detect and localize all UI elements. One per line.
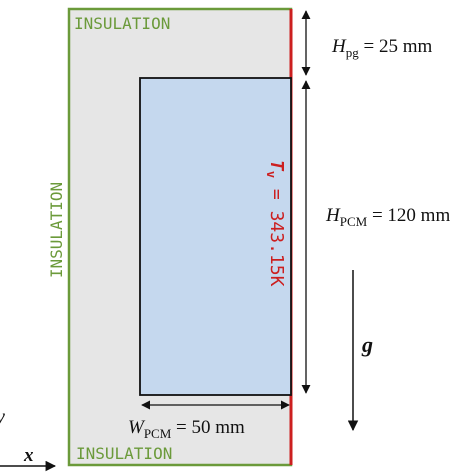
axis-y-label: y	[0, 406, 5, 428]
w-pcm-subscript: PCM	[144, 426, 172, 441]
h-pcm-value: = 120 mm	[367, 205, 450, 226]
h-pg-label: Hpg = 25 mm	[331, 36, 432, 60]
h-pg-value: = 25 mm	[359, 36, 433, 57]
wall-temperature-subscript: v	[264, 171, 278, 178]
wall-temperature-value: = 343.15K	[266, 178, 287, 287]
pcm-region	[139, 77, 292, 396]
h-pcm-subscript: PCM	[340, 214, 368, 229]
w-pcm-value: = 50 mm	[171, 417, 245, 438]
h-pcm-label: HPCM = 120 mm	[325, 205, 450, 229]
insulation-label-bottom: INSULATION	[76, 444, 172, 463]
wall-temperature-label: Tv = 343.15K	[264, 160, 287, 287]
insulation-label-left: INSULATION	[47, 182, 66, 278]
wall-temperature-symbol: T	[266, 160, 287, 172]
gravity-label: g	[361, 332, 373, 357]
h-pg-subscript: pg	[346, 45, 360, 60]
h-pg-symbol: H	[331, 36, 347, 57]
w-pcm-label: WPCM = 50 mm	[128, 417, 245, 441]
h-pcm-symbol: H	[325, 205, 341, 226]
insulation-label-top: INSULATION	[74, 14, 170, 33]
w-pcm-symbol: W	[128, 417, 146, 438]
axis-x-label: x	[23, 445, 34, 466]
